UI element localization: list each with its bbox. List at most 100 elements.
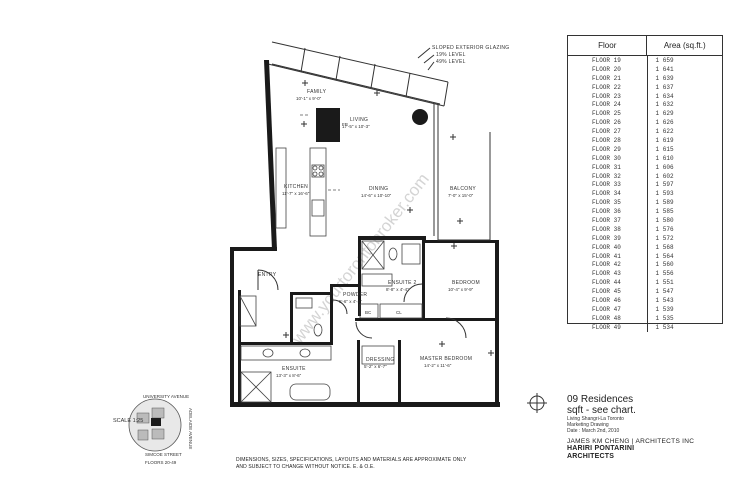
floor-cell: FLOOR 38 (568, 224, 648, 234)
table-row: FLOOR 44 1 551 (568, 278, 722, 288)
room-bedroom-dims: 10'-4" x 9'-9" (448, 287, 474, 292)
room-labels: FAMILY 10'-1" x 9'-0" LIVING 17'-5" x 10… (258, 89, 480, 378)
table-row: FLOOR 19 1 659 (568, 56, 722, 65)
area-cell: 1 535 (655, 314, 674, 322)
area-cell: 1 602 (655, 172, 674, 180)
project-name: Living Shangri-La Toronto (567, 416, 624, 422)
key-plan: UNIVERSITY AVENUE SIMCOE STREET ADELAIDE… (128, 394, 193, 465)
floor-cell: FLOOR 42 (568, 260, 648, 270)
area-cell: 1 610 (655, 154, 674, 162)
area-cell: 1 556 (655, 270, 674, 278)
area-cell: 1 543 (655, 296, 674, 304)
room-living-name: LIVING (350, 117, 368, 123)
svg-text:SIMCOE STREET: SIMCOE STREET (145, 452, 182, 457)
floor-cell: FLOOR 47 (568, 304, 648, 314)
room-master-dims: 14'-2" x 11'-6" (424, 363, 452, 368)
svg-text:49% LEVEL: 49% LEVEL (436, 59, 466, 65)
floor-cell: FLOOR 24 (568, 100, 648, 110)
table-row: FLOOR 32 1 602 (568, 171, 722, 181)
floor-cell: FLOOR 40 (568, 242, 648, 252)
floor-cell: FLOOR 26 (568, 118, 648, 128)
floor-cell: FLOOR 29 (568, 144, 648, 154)
area-cell: 1 606 (655, 163, 674, 171)
table-header: Floor Area (sq.ft.) (568, 36, 722, 56)
floor-cell: FLOOR 22 (568, 82, 648, 92)
svg-text:UNIVERSITY AVENUE: UNIVERSITY AVENUE (143, 394, 189, 399)
title-block: 09 Residences sqft - see chart. Living S… (567, 394, 737, 461)
powder-fixtures (239, 269, 323, 337)
area-cell: 1 539 (655, 305, 674, 313)
room-balcony-name: BALCONY (450, 186, 476, 192)
table-row: FLOOR 29 1 615 (568, 144, 722, 154)
room-ensuite-name: ENSUITE (282, 366, 306, 372)
table-row: FLOOR 40 1 568 (568, 242, 722, 252)
area-cell: 1 659 (655, 56, 674, 64)
room-powder-dims: 5'-6" x 4'-4" (339, 299, 362, 304)
sloped-glazing (267, 41, 449, 107)
floor-cell: FLOOR 32 (568, 171, 648, 181)
area-cell: 1 615 (655, 145, 674, 153)
area-cell: 1 593 (655, 190, 674, 198)
floor-cell: FLOOR 48 (568, 313, 648, 323)
area-cell: 1 560 (655, 261, 674, 269)
floor-cell: FLOOR 45 (568, 287, 648, 297)
floor-cell: FLOOR 35 (568, 198, 648, 208)
svg-text:SLOPED EXTERIOR GLAZING: SLOPED EXTERIOR GLAZING (432, 45, 509, 51)
area-cell: 1 585 (655, 208, 674, 216)
walls (230, 60, 500, 407)
floor-cell: FLOOR 34 (568, 189, 648, 199)
room-ensuite2-dims: 8'-8" x 4'-4" (386, 287, 409, 292)
svg-text:19% LEVEL: 19% LEVEL (436, 52, 466, 58)
floor-cell: FLOOR 19 (568, 56, 648, 65)
table-row: FLOOR 47 1 539 (568, 304, 722, 314)
area-cell: 1 580 (655, 216, 674, 224)
room-dining-dims: 14'-6" x 10'-10" (361, 193, 392, 198)
ensuite2-fixtures (359, 240, 423, 319)
area-cell: 1 589 (655, 199, 674, 207)
area-cell: 1 551 (655, 279, 674, 287)
table-row: FLOOR 34 1 593 (568, 189, 722, 199)
disclaimer: DIMENSIONS, SIZES, SPECIFICATIONS, LAYOU… (236, 457, 467, 470)
area-cell: 1 572 (655, 234, 674, 242)
floor-cell: FLOOR 44 (568, 278, 648, 288)
floor-cell: FLOOR 39 (568, 233, 648, 243)
table-row: FLOOR 39 1 572 (568, 233, 722, 243)
floor-cell: FLOOR 37 (568, 216, 648, 225)
door-swings (332, 283, 467, 339)
drawing-date: Date : March 2nd, 2010 (567, 428, 620, 434)
drawing-type: Marketing Drawing (567, 422, 609, 428)
table-row: FLOOR 35 1 589 (568, 198, 722, 208)
area-cell: 1 564 (655, 252, 674, 260)
floor-cell: FLOOR 43 (568, 269, 648, 279)
unit-sqft: sqft - see chart. (567, 405, 636, 416)
firm-name-line1: HARIRI PONTARINI (567, 445, 635, 452)
kitchen-fixtures (275, 114, 340, 237)
floor-cell: FLOOR 31 (568, 162, 648, 172)
area-cell: 1 568 (655, 243, 674, 251)
room-family-dims: 10'-1" x 9'-0" (296, 96, 322, 101)
fireplace-tag: FP (342, 122, 348, 127)
room-balcony-dims: 7'-0" x 15'-0" (448, 193, 474, 198)
room-powder-name: POWDER (343, 292, 367, 298)
room-family-name: FAMILY (307, 89, 327, 95)
area-cell: 1 547 (655, 288, 674, 296)
bc-tag: BC (365, 310, 372, 315)
room-ensuite-dims: 13'-3" x 8'-6" (276, 373, 302, 378)
floor-column-header: Floor (568, 36, 648, 55)
area-cell: 1 626 (655, 119, 674, 127)
master-ensuite-fixtures (240, 345, 395, 403)
compass-marker (527, 393, 547, 413)
room-kitchen-dims: 11'-7" x 16'-6" (282, 191, 310, 196)
